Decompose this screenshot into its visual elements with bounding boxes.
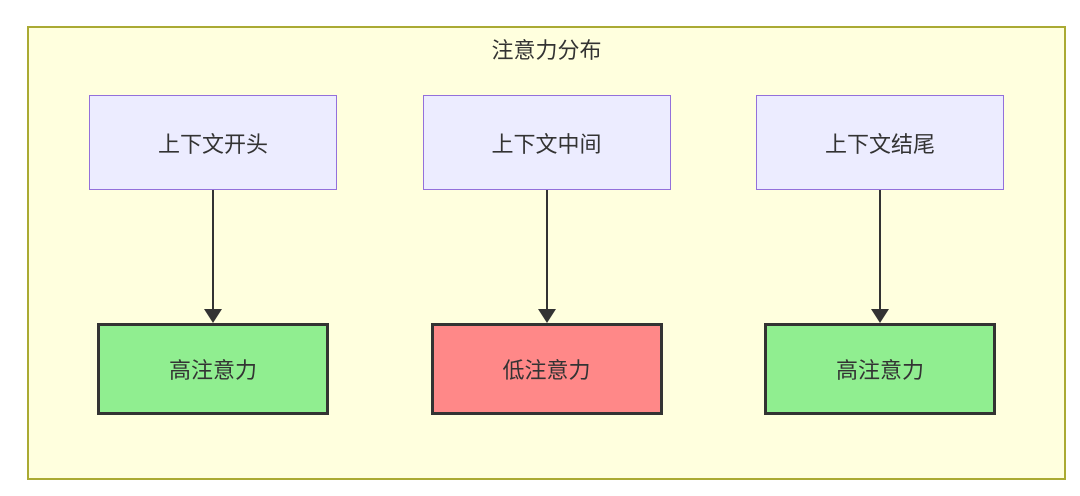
attention-cluster: 注意力分布 上下文开头 高注意力 上下文中间 — [27, 26, 1066, 480]
arrowhead-icon — [537, 309, 556, 323]
arrow-line — [212, 190, 214, 309]
down-arrow — [871, 190, 889, 323]
flow-column-start: 上下文开头 高注意力 — [89, 95, 337, 415]
down-arrow — [204, 190, 222, 323]
arrowhead-icon — [204, 309, 222, 323]
target-node-low-attention: 低注意力 — [430, 323, 663, 415]
target-node-label: 高注意力 — [835, 358, 924, 383]
source-node-context-end: 上下文结尾 — [756, 95, 1004, 190]
source-node-context-start: 上下文开头 — [89, 95, 337, 190]
flow-column-middle: 上下文中间 低注意力 — [422, 95, 671, 415]
source-node-label: 上下文结尾 — [824, 131, 935, 157]
down-arrow — [537, 190, 556, 323]
target-node-high-attention: 高注意力 — [97, 323, 329, 415]
source-node-label: 上下文中间 — [491, 131, 602, 157]
source-node-context-middle: 上下文中间 — [422, 95, 671, 190]
source-node-label: 上下文开头 — [157, 131, 268, 157]
arrowhead-icon — [871, 309, 889, 323]
target-node-label: 低注意力 — [502, 358, 591, 383]
flow-column-end: 上下文结尾 高注意力 — [756, 95, 1004, 415]
diagram-title: 注意力分布 — [491, 38, 602, 63]
target-node-high-attention: 高注意力 — [764, 323, 996, 415]
arrow-line — [545, 190, 548, 309]
flow-row: 上下文开头 高注意力 上下文中间 低注意力 — [29, 95, 1064, 415]
arrow-line — [879, 190, 881, 309]
target-node-label: 高注意力 — [168, 358, 257, 383]
